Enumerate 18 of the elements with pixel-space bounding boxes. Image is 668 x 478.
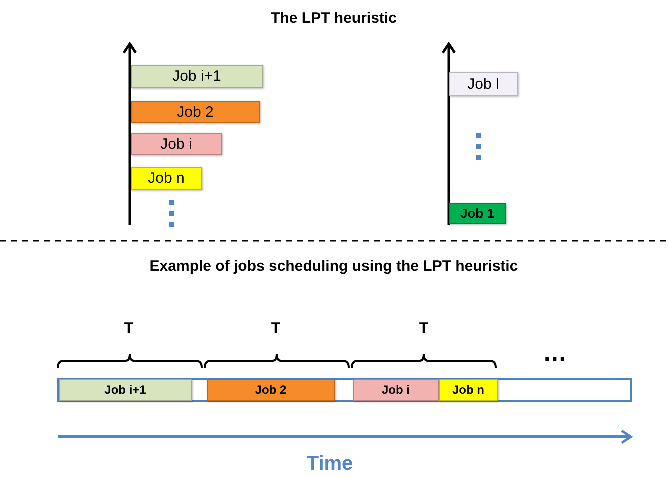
job-bar: Job i+1 xyxy=(131,65,263,88)
ellipsis: … xyxy=(543,340,567,368)
job-bar: Job n xyxy=(131,167,202,190)
period-label: T xyxy=(271,320,281,337)
timeline-bar xyxy=(57,378,632,402)
axis-label: Time xyxy=(306,453,354,476)
period-label: T xyxy=(419,320,429,337)
job-bar: Job 2 xyxy=(207,379,335,401)
job-bar: Job i+1 xyxy=(59,379,192,401)
diagram-title: The LPT heuristic xyxy=(271,10,397,27)
job-bar: Job 2 xyxy=(131,101,260,123)
job-bar: Job 1 xyxy=(449,203,506,224)
period-label: T xyxy=(124,320,134,337)
job-bar: Job l xyxy=(449,72,518,96)
job-bar: Job i xyxy=(353,379,439,401)
job-bar: Job n xyxy=(439,379,498,401)
subtitle: Example of jobs scheduling using the LPT heuristic xyxy=(150,258,518,275)
job-bar: Job i xyxy=(131,133,222,155)
